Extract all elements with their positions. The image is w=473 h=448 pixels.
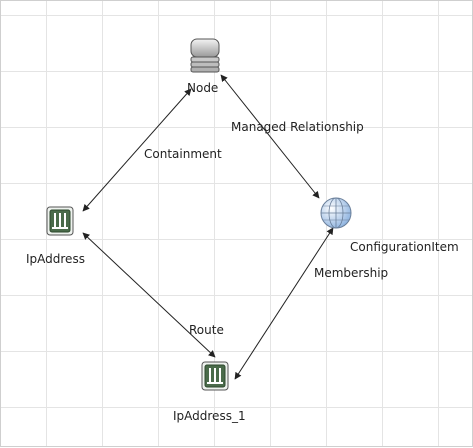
- globe-icon: [320, 197, 352, 229]
- ip-address-icon: [201, 361, 229, 391]
- edge-membership[interactable]: [234, 227, 334, 380]
- edge-label-containment: Containment: [144, 147, 222, 161]
- edge-containment[interactable]: [82, 88, 192, 212]
- ipaddress-vertex[interactable]: [46, 206, 74, 241]
- configuration-item-label: ConfigurationItem: [350, 240, 459, 254]
- node-vertex[interactable]: [190, 38, 220, 79]
- edge-managed-relationship[interactable]: [220, 74, 320, 199]
- configuration-item-vertex[interactable]: [319, 196, 353, 235]
- server-stack-icon: [190, 38, 220, 73]
- edge-route[interactable]: [82, 232, 216, 358]
- edge-label-membership: Membership: [314, 266, 389, 280]
- node-label: Node: [187, 81, 219, 95]
- ipaddress-1-label: IpAddress_1: [173, 409, 246, 423]
- ipaddress-label: IpAddress: [26, 252, 85, 266]
- ipaddress-1-vertex[interactable]: [201, 361, 229, 396]
- edge-label-managed-relationship: Managed Relationship: [231, 120, 364, 134]
- edge-label-route: Route: [189, 323, 224, 337]
- ip-address-icon: [46, 206, 74, 236]
